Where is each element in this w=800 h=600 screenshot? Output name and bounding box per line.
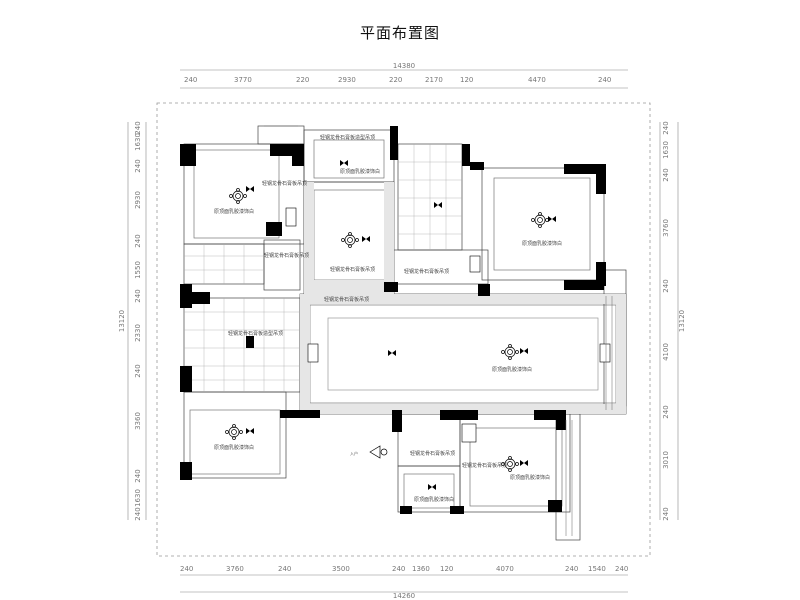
note-study: 原顶面乳胶漆饰白 <box>340 169 381 175</box>
right-dim-seg-0: 240 <box>662 121 670 134</box>
left-dim-seg-10: 240 <box>134 469 142 482</box>
left-dim-seg-6: 240 <box>134 289 142 302</box>
left-dim-seg-3: 2930 <box>134 191 142 209</box>
note-bedroom-2: 原顶面乳胶漆饰白 <box>522 241 563 247</box>
tile-grid-bathroom <box>398 144 462 250</box>
top-dim-seg-8: 240 <box>598 76 611 84</box>
entry-label: 入户 <box>350 450 358 456</box>
top-dimension <box>180 69 628 89</box>
right-dim-seg-5: 4100 <box>662 343 670 361</box>
left-dim-seg-11: 1630 <box>134 489 142 507</box>
right-dimension <box>659 122 679 520</box>
bottom-dim-seg-9: 1540 <box>588 565 606 573</box>
bottom-dim-seg-0: 240 <box>180 565 193 573</box>
left-dim-seg-2: 240 <box>134 159 142 172</box>
note-storage: 原顶面乳胶漆饰白 <box>414 497 455 503</box>
right-dim-seg-3: 3760 <box>662 219 670 237</box>
note-living: 原顶面乳胶漆饰白 <box>492 367 533 373</box>
entry-arrow-icon <box>369 445 388 459</box>
right-dim-seg-1: 1630 <box>662 141 670 159</box>
left-dim-seg-4: 240 <box>134 234 142 247</box>
bottom-dim-seg-8: 240 <box>565 565 578 573</box>
note-hall: 轻钢龙骨石膏板吊顶 <box>324 297 370 303</box>
right-dim-seg-2: 240 <box>662 168 670 181</box>
right-dim-seg-4: 240 <box>662 279 670 292</box>
left-dimension <box>127 122 147 520</box>
gypsum-bands <box>300 182 626 414</box>
top-dim-seg-0: 240 <box>184 76 197 84</box>
left-dim-seg-5: 1550 <box>134 261 142 279</box>
left-total-dim: 13120 <box>118 310 126 332</box>
chandelier-icon <box>225 188 549 472</box>
left-dim-seg-9: 3360 <box>134 412 142 430</box>
left-dim-seg-12: 240 <box>134 507 142 520</box>
note-top: 轻钢龙骨石膏板造型吊顶 <box>320 135 376 141</box>
right-dim-seg-7: 3010 <box>662 451 670 469</box>
left-dim-seg-0: 240 <box>134 121 142 134</box>
bottom-dim-seg-7: 4070 <box>496 565 514 573</box>
right-dim-seg-6: 240 <box>662 405 670 418</box>
bottom-dim-seg-1: 3760 <box>226 565 244 573</box>
bottom-dim-seg-2: 240 <box>278 565 291 573</box>
bottom-dim-seg-3: 3500 <box>332 565 350 573</box>
page-title: 平面布置图 <box>359 24 440 42</box>
left-dim-seg-8: 240 <box>134 364 142 377</box>
structural-walls <box>180 126 606 514</box>
note-corridor-5: 轻钢龙骨石膏板吊顶 <box>462 463 508 469</box>
spotlight-icon <box>246 160 556 490</box>
window-marks <box>264 125 613 536</box>
left-dim-seg-7: 2330 <box>134 324 142 342</box>
note-bedroom-4: 原顶面乳胶漆饰白 <box>510 475 551 481</box>
bottom-total-dim: 14260 <box>393 592 415 600</box>
bottom-dimension <box>180 574 628 593</box>
tile-grid-dining <box>184 298 300 392</box>
top-dim-seg-5: 2170 <box>425 76 443 84</box>
vent-icon <box>285 207 611 443</box>
bottom-dim-seg-10: 240 <box>615 565 628 573</box>
note-corridor-4: 轻钢龙骨石膏板吊顶 <box>410 451 456 457</box>
note-corridor-3: 轻钢龙骨石膏板吊顶 <box>404 269 450 275</box>
right-total-dim: 13120 <box>678 310 686 332</box>
bottom-dim-seg-5: 1360 <box>412 565 430 573</box>
top-dim-seg-3: 2930 <box>338 76 356 84</box>
note-corridor-1: 轻钢龙骨石膏板吊顶 <box>262 181 308 187</box>
top-dim-seg-4: 220 <box>389 76 402 84</box>
note-dining: 轻钢龙骨石膏板造型吊顶 <box>228 331 284 337</box>
note-bedroom-3: 原顶面乳胶漆饰白 <box>214 445 255 451</box>
top-dim-seg-1: 3770 <box>234 76 252 84</box>
note-bedroom-1: 原顶面乳胶漆饰白 <box>214 209 255 215</box>
tile-grid-small <box>184 244 264 284</box>
top-total-dim: 14380 <box>393 62 415 70</box>
top-dim-seg-2: 220 <box>296 76 309 84</box>
drawing-frame <box>156 102 651 557</box>
note-corridor-2: 轻钢龙骨石膏板吊顶 <box>264 253 310 259</box>
bottom-dim-seg-4: 240 <box>392 565 405 573</box>
bottom-dim-segments: 240 3760 240 3500 240 1360 120 4070 240 … <box>180 565 628 573</box>
right-dim-segments: 240 1630 240 3760 240 4100 240 3010 240 <box>662 121 670 520</box>
note-center: 轻钢龙骨石膏板吊顶 <box>330 267 376 273</box>
left-dim-segments: 240 1630 240 2930 240 1550 240 2330 240 … <box>134 121 142 520</box>
top-dim-seg-7: 4470 <box>528 76 546 84</box>
left-dim-seg-1: 1630 <box>134 133 142 151</box>
bottom-dim-seg-6: 120 <box>440 565 453 573</box>
top-dim-segments: 240 3770 220 2930 220 2170 120 4470 240 <box>184 76 611 84</box>
top-dim-seg-6: 120 <box>460 76 473 84</box>
right-dim-seg-8: 240 <box>662 507 670 520</box>
